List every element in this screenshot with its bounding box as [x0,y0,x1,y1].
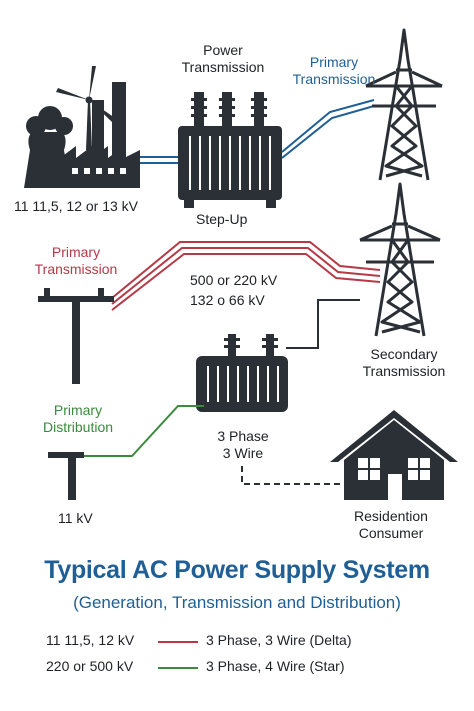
utility-pole-icon [48,452,84,500]
primary-transmission-top-line2: Transmission [292,71,376,87]
diagram-canvas [24,28,458,500]
primary-distribution-label: Primary Distribution [26,402,130,436]
legend-description: 3 Phase, 4 Wire (Star) [206,658,345,674]
service-drop-line [241,466,340,485]
phase-wire-label: 3 Phase 3 Wire [206,428,280,462]
generation-voltage-label: 11 11,5, 12 or 13 kV [14,198,139,214]
consumer-label: Residention Consumer [336,508,446,542]
distribution-voltage-label: 11 kV [58,510,93,526]
secondary-transmission-line2: Transmission [362,363,446,379]
secondary-transmission-label: Secondary Transmission [350,346,458,380]
wind-turbine-icon [56,66,115,150]
legend-swatch-green [158,667,198,669]
distribution-transformer-icon [196,334,288,412]
consumer-line2: Consumer [358,525,424,541]
primary-transmission-lines-blue [281,99,375,159]
legend-voltage: 220 or 500 kV [46,658,134,674]
primary-distribution-line2: Distribution [42,419,114,435]
secondary-transmission-line1: Secondary [370,346,438,362]
house-icon [330,410,458,500]
transmission-voltage-label: 500 or 220 kV 132 o 66 kV [190,270,277,310]
primary-transmission-top-line1: Primary [309,54,359,70]
primary-transmission-mid-line2: Transmission [34,261,118,277]
primary-transmission-lines-red [111,241,381,311]
step-up-label: Step-Up [196,211,248,227]
power-transmission-line1: Power [203,42,243,58]
phase-wire-line2: 3 Wire [222,445,264,461]
power-transmission-line2: Transmission [181,59,265,75]
transmission-voltage-line2: 132 o 66 kV [190,292,265,308]
transmission-tower-icon [359,182,441,337]
phase-wire-line1: 3 Phase [217,428,269,444]
power-plant-icon [24,82,140,188]
page-title: Typical AC Power Supply System [44,556,430,584]
transmission-voltage-line1: 500 or 220 kV [190,272,278,288]
legend-description: 3 Phase, 3 Wire (Delta) [206,632,352,648]
primary-transmission-mid-line1: Primary [51,244,101,260]
primary-distribution-line1: Primary [53,402,103,418]
generation-feed-lines [140,156,178,164]
secondary-feed-line [286,299,360,349]
step-up-transformer-icon [178,92,282,208]
legend-voltage: 11 11,5, 12 kV [46,632,135,648]
page-subtitle: (Generation, Transmission and Distributi… [73,593,401,612]
transmission-tower-icon [365,28,443,181]
primary-transmission-top-label: Primary Transmission [286,54,382,88]
consumer-line1: Residention [354,508,428,524]
primary-transmission-mid-label: Primary Transmission [22,244,130,278]
primary-distribution-line-green [82,405,204,457]
utility-pole-icon [38,288,114,384]
legend-swatch-red [158,641,198,643]
power-transmission-label: Power Transmission [168,42,278,76]
